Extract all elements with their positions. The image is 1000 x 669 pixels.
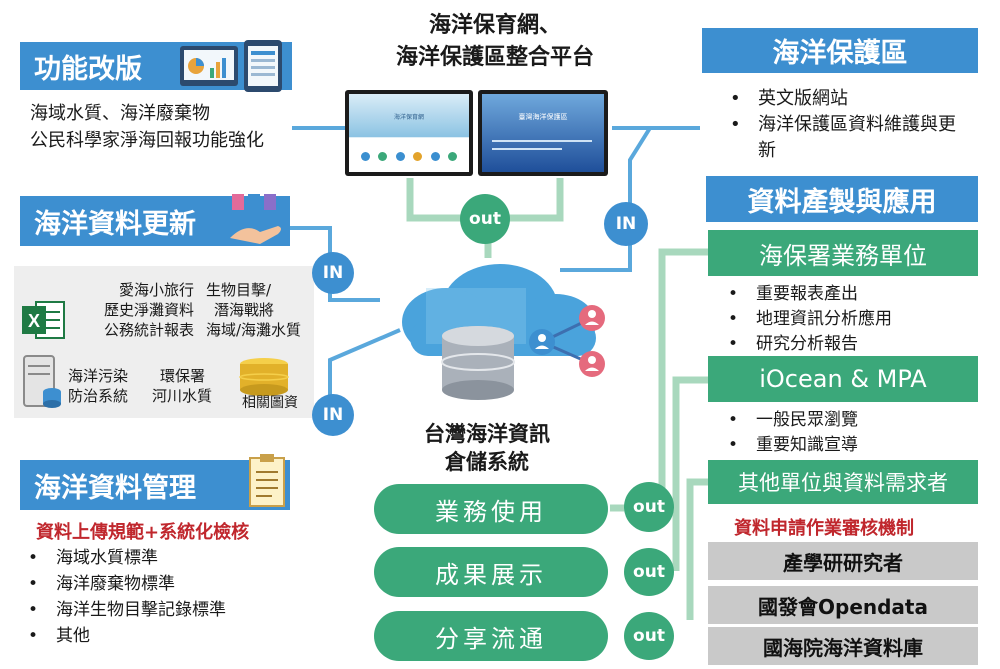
warehouse-line2: 倉儲系統 — [445, 450, 529, 474]
gray-box-label: 國發會Opendata — [758, 594, 928, 619]
screen-left-caption: 海洋保育網 — [393, 114, 424, 121]
management-item: 海洋廢棄物標準 — [20, 571, 300, 597]
management-title: 海洋資料管理 — [20, 460, 290, 510]
pill-results-display: 成果展示 — [374, 547, 608, 597]
pill-sharing: 分享流通 — [374, 611, 608, 661]
pill-label: 業務使用 — [435, 497, 547, 526]
others-title-label: 其他單位與資料需求者 — [738, 471, 948, 495]
feature-desc: 海域水質、海洋廢棄物 公民科學家淨海回報功能強化 — [30, 100, 300, 154]
mpa-list: 英文版網站 海洋保護區資料維護與更新 — [722, 86, 972, 164]
mpa-item: 英文版網站 — [722, 86, 972, 112]
production-title: 資料產製與應用 — [706, 176, 978, 222]
iocean-item: 重要知識宣導 — [720, 433, 970, 458]
screen-right-caption: 臺灣海洋保護區 — [518, 113, 568, 121]
management-item: 海域水質標準 — [20, 545, 300, 571]
sources-col1: 愛海小旅行 歷史淨灘資料 公務統計報表 — [84, 280, 194, 340]
source-item: 公務統計報表 — [103, 321, 194, 339]
screen-left: 海洋保育網 — [345, 90, 473, 176]
management-rule: 資料上傳規範+系統化檢核 — [36, 522, 250, 543]
out-circle-results: out — [624, 548, 674, 596]
gray-box-researchers: 產學研研究者 — [708, 542, 978, 580]
oca-item: 地理資訊分析應用 — [720, 307, 970, 332]
document-icon — [249, 454, 285, 507]
svg-text:X: X — [28, 311, 40, 331]
source-item: 海域/海灘水質 — [206, 321, 302, 339]
others-review: 資料申請作業審核機制 — [734, 518, 914, 539]
in-circle-upper: IN — [312, 252, 354, 294]
source-item: 海洋污染 — [68, 367, 129, 385]
dashboard-icon — [180, 40, 282, 92]
gray-box-opendata: 國發會Opendata — [708, 586, 978, 624]
data-share-icon — [230, 194, 281, 244]
out-circle-share: out — [624, 612, 674, 660]
management-list: 海域水質標準 海洋廢棄物標準 海洋生物目擊記錄標準 其他 — [20, 545, 300, 649]
update-title-label: 海洋資料更新 — [34, 208, 196, 240]
mpa-item: 海洋保護區資料維護與更新 — [722, 112, 972, 164]
pill-business-use: 業務使用 — [374, 484, 608, 534]
out-circle-top: out — [460, 194, 510, 244]
feature-line1: 海域水質、海洋廢棄物 — [30, 103, 210, 124]
pill-label: 成果展示 — [435, 560, 547, 589]
server-icon — [23, 355, 61, 408]
excel-icon: X — [22, 301, 65, 339]
gray-box-ocean-database: 國海院海洋資料庫 — [708, 627, 978, 665]
warehouse-line1: 台灣海洋資訊 — [424, 422, 550, 446]
in-circle-right: IN — [604, 202, 648, 246]
feature-title-label: 功能改版 — [34, 53, 142, 85]
warehouse-label: 台灣海洋資訊 倉儲系統 — [392, 420, 582, 476]
platform-title-line1: 海洋保育網、 — [428, 13, 561, 38]
source-item: 愛海小旅行 — [118, 281, 194, 299]
sources-col2: 生物目擊/ 潛海戰將 海域/海灘水質 — [206, 280, 316, 340]
out-circle-business: out — [624, 482, 674, 532]
sources-maps: 相關圖資 — [242, 395, 298, 411]
iocean-title: iOcean & MPA — [708, 356, 978, 402]
source-item: 歷史淨灘資料 — [103, 301, 194, 319]
others-title: 其他單位與資料需求者 — [708, 460, 978, 504]
management-title-label: 海洋資料管理 — [34, 472, 196, 504]
source-item: 潛海戰將 — [214, 301, 275, 319]
oca-list: 重要報表產出 地理資訊分析應用 研究分析報告 — [720, 282, 970, 357]
iocean-item: 一般民眾瀏覽 — [720, 408, 970, 433]
feature-line2: 公民科學家淨海回報功能強化 — [30, 130, 264, 151]
source-item: 生物目擊/ — [206, 281, 272, 299]
gold-database-icon — [239, 358, 289, 396]
pill-label: 分享流通 — [435, 624, 547, 653]
oca-title: 海保署業務單位 — [708, 230, 978, 276]
sources-epa: 環保署 河川水質 — [152, 366, 232, 406]
iocean-title-label: iOcean & MPA — [759, 365, 927, 393]
cloud-database-icon — [402, 264, 605, 400]
platform-title-line2: 海洋保護區整合平台 — [395, 45, 594, 70]
oca-item: 研究分析報告 — [720, 332, 970, 357]
in-circle-lower: IN — [312, 394, 354, 436]
production-title-label: 資料產製與應用 — [747, 186, 937, 218]
source-item: 河川水質 — [152, 387, 213, 405]
source-item: 環保署 — [160, 367, 206, 385]
gray-box-label: 產學研研究者 — [783, 550, 903, 575]
management-item: 海洋生物目擊記錄標準 — [20, 597, 300, 623]
sources-pollution: 海洋污染 防治系統 — [68, 366, 148, 406]
management-item: 其他 — [20, 623, 300, 649]
screen-right: 臺灣海洋保護區 — [478, 90, 608, 176]
iocean-list: 一般民眾瀏覽 重要知識宣導 — [720, 408, 970, 458]
gray-box-label: 國海院海洋資料庫 — [763, 635, 923, 660]
mpa-title: 海洋保護區 — [702, 28, 978, 73]
mpa-title-label: 海洋保護區 — [772, 38, 908, 69]
source-item: 防治系統 — [68, 387, 129, 405]
oca-title-label: 海保署業務單位 — [759, 241, 927, 270]
oca-item: 重要報表產出 — [720, 282, 970, 307]
platform-title: 海洋保育網、 海洋保護區整合平台 — [370, 10, 620, 74]
